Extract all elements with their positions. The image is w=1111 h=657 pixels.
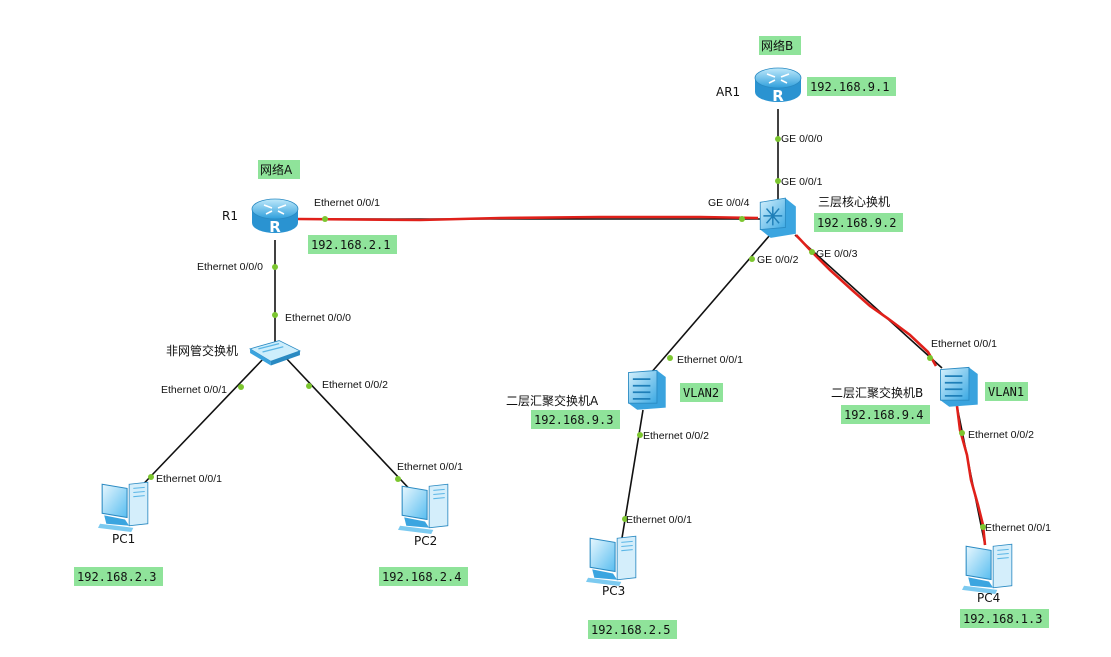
- port-dot: [980, 524, 986, 530]
- swb-vlan-tag: [985, 382, 1028, 401]
- pc1[interactable]: [98, 481, 149, 532]
- port-label: Ethernet 0/0/1: [626, 514, 692, 526]
- network-a-tag: [258, 160, 300, 179]
- port-label: Ethernet 0/0/1: [314, 197, 380, 209]
- pc3-ip-tag: [588, 620, 677, 639]
- l2-switch-icon: [939, 366, 979, 408]
- port-label: GE 0/0/3: [816, 248, 858, 260]
- l3-core-switch[interactable]: [759, 197, 797, 239]
- port-dot: [395, 476, 401, 482]
- port-label: GE 0/0/2: [757, 254, 799, 266]
- port-label: GE 0/0/4: [708, 197, 750, 209]
- ar1-ip-tag: [807, 77, 896, 96]
- pc4-name: PC4: [977, 591, 1000, 605]
- pc3[interactable]: [586, 535, 637, 586]
- l2-switch-a[interactable]: [627, 369, 667, 411]
- swb-ip: 192.168.9.4: [844, 408, 923, 422]
- port-label: Ethernet 0/0/2: [968, 429, 1034, 441]
- hub-name: 非网管交换机: [166, 343, 238, 358]
- link-r1-core-highlight: [297, 215, 759, 222]
- port-label: Ethernet 0/0/1: [931, 338, 997, 350]
- hub-switch-icon: [249, 339, 301, 367]
- port-label: Ethernet 0/0/1: [161, 384, 227, 396]
- port-label: Ethernet 0/0/0: [285, 312, 351, 324]
- ar1-ip: 192.168.9.1: [810, 80, 889, 94]
- pc-icon: [98, 481, 149, 532]
- port-dot: [272, 312, 278, 318]
- pc4[interactable]: [962, 543, 1013, 594]
- pc2-ip: 192.168.2.4: [382, 570, 461, 584]
- pc1-ip-tag: [74, 567, 163, 586]
- port-dot: [306, 383, 312, 389]
- swa-ip: 192.168.9.3: [534, 413, 613, 427]
- pc1-ip: 192.168.2.3: [77, 570, 156, 584]
- pc4-ip: 192.168.1.3: [963, 612, 1042, 626]
- swb-vlan: VLAN1: [988, 385, 1024, 399]
- ar1-name: AR1: [716, 85, 740, 99]
- pc-icon: [586, 535, 637, 586]
- l3-switch-icon: [759, 197, 797, 239]
- network-b-tag: [759, 36, 801, 55]
- port-dot: [927, 355, 933, 361]
- port-dot: [749, 256, 755, 262]
- port-dot: [667, 355, 673, 361]
- pc-icon: [398, 483, 449, 534]
- port-dot: [809, 249, 815, 255]
- port-label: GE 0/0/0: [781, 133, 823, 145]
- core-ip-tag: [814, 213, 903, 232]
- port-dot: [739, 216, 745, 222]
- port-dot: [775, 136, 781, 142]
- router-icon: [251, 198, 299, 237]
- port-label: GE 0/0/1: [781, 176, 823, 188]
- network-a-label: 网络A: [260, 162, 293, 177]
- link-hub-pc2: [284, 356, 419, 499]
- port-label: Ethernet 0/0/2: [643, 430, 709, 442]
- port-label: Ethernet 0/0/1: [156, 473, 222, 485]
- port-label: Ethernet 0/0/1: [397, 461, 463, 473]
- port-label: Ethernet 0/0/1: [677, 354, 743, 366]
- swa-vlan: VLAN2: [683, 386, 719, 400]
- r1-name: R1: [222, 209, 238, 223]
- r1-ip: 192.168.2.1: [311, 238, 390, 252]
- router-icon: [754, 67, 802, 106]
- swa-name: 二层汇聚交换机A: [506, 393, 599, 408]
- pc3-ip: 192.168.2.5: [591, 623, 670, 637]
- port-dot: [322, 216, 328, 222]
- router-ar1[interactable]: [754, 67, 802, 106]
- port-dot: [272, 264, 278, 270]
- pc3-name: PC3: [602, 584, 625, 598]
- link-core-swb-highlight: [795, 234, 938, 367]
- core-switch-name: 三层核心换机: [818, 195, 890, 209]
- l2-switch-icon: [627, 369, 667, 411]
- swb-ip-tag: [841, 405, 930, 424]
- port-dot: [148, 474, 154, 480]
- network-b-label: 网络B: [761, 38, 793, 53]
- core-ip: 192.168.9.2: [817, 216, 896, 230]
- pc4-ip-tag: [960, 609, 1049, 628]
- link-core-swb-base: [794, 234, 943, 369]
- port-dot: [637, 432, 643, 438]
- port-dot: [238, 384, 244, 390]
- pc-icon: [962, 543, 1013, 594]
- port-label: Ethernet 0/0/2: [322, 379, 388, 391]
- links: [129, 109, 987, 546]
- port-dot: [775, 178, 781, 184]
- port-label: Ethernet 0/0/0: [197, 261, 263, 273]
- router-r1[interactable]: [251, 198, 299, 237]
- pc2-ip-tag: [379, 567, 468, 586]
- swb-name: 二层汇聚交换机B: [831, 385, 923, 400]
- l2-switch-b[interactable]: [939, 366, 979, 408]
- pc1-name: PC1: [112, 532, 135, 546]
- swa-vlan-tag: [680, 383, 723, 402]
- pc2-name: PC2: [414, 534, 437, 548]
- port-dot: [622, 516, 628, 522]
- r1-ip-tag: [308, 235, 397, 254]
- port-dots: [148, 136, 986, 530]
- pc2[interactable]: [398, 483, 449, 534]
- port-dot: [959, 430, 965, 436]
- unmanaged-switch[interactable]: [249, 339, 301, 367]
- port-label: Ethernet 0/0/1: [985, 522, 1051, 534]
- swa-ip-tag: [531, 410, 620, 429]
